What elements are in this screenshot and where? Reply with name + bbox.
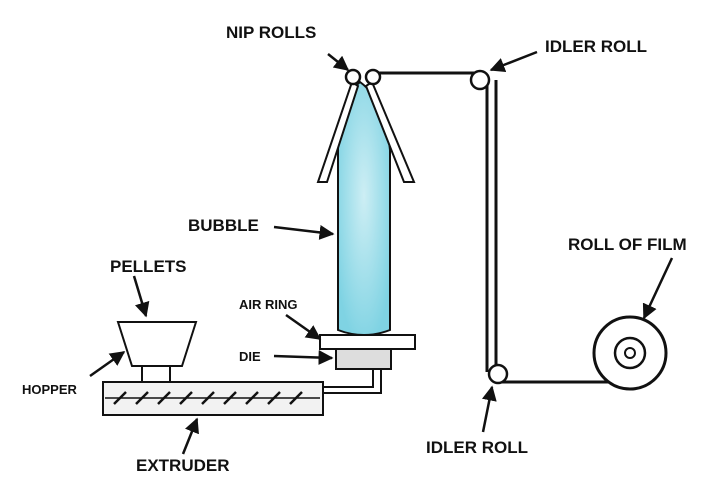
pellets-arrow <box>132 275 150 318</box>
hopper-label: HOPPER <box>22 382 78 397</box>
die-label: DIE <box>239 349 261 364</box>
hopper <box>116 321 198 383</box>
nip-rolls-arrow <box>327 53 350 71</box>
die-arrow <box>273 350 334 366</box>
idler-roll-bottom-label: IDLER ROLL <box>426 438 528 457</box>
adapter-pipe <box>323 369 382 394</box>
roll-of-film-arrow <box>642 257 674 320</box>
idler-roll-bottom <box>487 363 509 385</box>
idler-roll-bottom-arrow <box>481 385 497 433</box>
pellets-label: PELLETS <box>110 257 187 276</box>
idler-roll-top <box>469 69 491 91</box>
hopper-arrow <box>89 350 126 378</box>
bubble-label: BUBBLE <box>188 216 259 235</box>
idler-roll-top-label: IDLER ROLL <box>545 37 647 56</box>
bubble-arrow <box>273 224 335 240</box>
roll-of-film <box>592 315 668 391</box>
nip-rolls <box>344 68 382 86</box>
collapsing-frame <box>316 80 416 183</box>
extruder-screw-flights <box>113 391 303 405</box>
idler-roll-top-arrow <box>489 50 538 73</box>
extruder-arrow <box>181 417 199 455</box>
air-ring <box>319 334 416 350</box>
leader-arrows <box>89 50 674 455</box>
air-ring-label: AIR RING <box>239 297 298 312</box>
nip-rolls-label: NIP ROLLS <box>226 23 316 42</box>
extruder-label: EXTRUDER <box>136 456 230 475</box>
die <box>335 348 392 370</box>
roll-of-film-label: ROLL OF FILM <box>568 235 687 254</box>
air-ring-arrow <box>285 313 322 341</box>
